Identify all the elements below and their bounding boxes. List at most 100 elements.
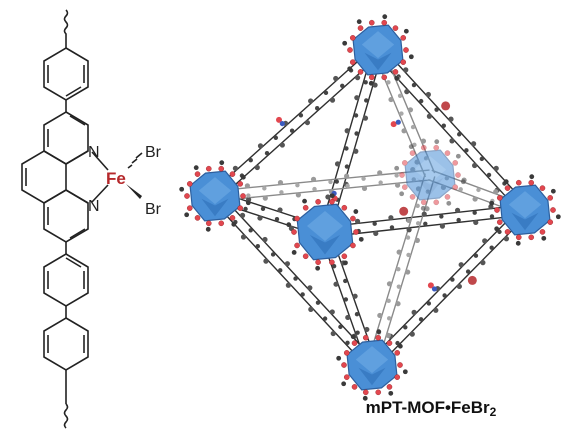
cluster-facet <box>416 177 444 196</box>
carbon-atom <box>448 116 454 122</box>
carbon-atom <box>308 98 314 104</box>
carbon-atom <box>456 217 461 223</box>
oxygen-atom <box>444 194 451 200</box>
oxygen-atom <box>276 116 283 123</box>
carbon-atom <box>322 316 328 321</box>
carbon-atom <box>343 260 348 266</box>
carbon-atom <box>329 309 335 315</box>
cluster-facet <box>364 52 392 71</box>
carbon-atom <box>277 207 283 213</box>
carbon-atom <box>473 253 479 258</box>
carbon-atom <box>541 235 547 241</box>
oxygen-atom <box>433 144 440 151</box>
bromine-label-bottom: Br <box>145 201 162 218</box>
oxygen-atom <box>229 215 236 221</box>
carbon-atom <box>364 326 370 333</box>
carbon-atom <box>426 113 432 119</box>
carbon-atom <box>439 223 446 229</box>
oxygen-atom <box>362 334 369 341</box>
carbon-atom <box>344 173 350 179</box>
oxygen-atom <box>515 179 522 186</box>
oxygen-atom <box>400 59 407 65</box>
oxygen-atom <box>394 350 401 356</box>
iron-label: Fe <box>106 169 126 188</box>
carbon-atom <box>388 215 394 221</box>
carbon-atom <box>482 238 488 244</box>
carbon-atom <box>395 182 401 188</box>
carbon-atom <box>262 195 268 201</box>
carbon-atom <box>353 113 359 118</box>
linker-strand <box>211 45 376 193</box>
carbon-atom <box>515 240 521 246</box>
oxygen-atom <box>399 172 405 178</box>
oxygen-atom <box>386 340 393 346</box>
carbon-atom <box>394 165 400 171</box>
carbon-atom <box>418 98 424 104</box>
carbon-atom <box>486 172 492 178</box>
carbon-atom <box>386 281 393 287</box>
cluster-facet <box>358 367 386 386</box>
carbon-atom <box>555 214 561 220</box>
carbon-atom <box>302 198 307 204</box>
carbon-atom <box>333 75 339 82</box>
carbon-atom <box>464 148 469 153</box>
carbon-atom <box>388 390 394 396</box>
carbon-atom <box>334 161 341 167</box>
carbon-atom <box>342 40 348 46</box>
carbon-atom <box>333 281 339 287</box>
carbon-atom <box>458 262 464 268</box>
linker-strand <box>319 48 374 231</box>
carbon-atom <box>465 269 471 274</box>
carbon-atom <box>386 316 392 321</box>
carbon-atom <box>345 314 351 321</box>
carbon-atom <box>421 211 427 217</box>
carbon-atom <box>295 192 301 198</box>
carbon-atom <box>424 206 430 212</box>
iron-atom <box>467 275 477 285</box>
oxygen-atom <box>315 259 321 266</box>
carbon-atom <box>248 158 253 163</box>
oxygen-atom <box>403 47 409 53</box>
iron-atom <box>399 206 409 216</box>
oxygen-atom <box>362 389 369 396</box>
carbon-atom <box>479 156 485 162</box>
carbon-atom <box>449 138 455 144</box>
carbon-atom <box>406 227 412 233</box>
oxygen-atom <box>315 198 321 205</box>
carbon-atom <box>460 179 466 185</box>
carbon-atom <box>372 221 377 226</box>
nitrogen-label-top: N <box>88 144 100 161</box>
carbon-atom <box>279 142 285 148</box>
carbon-atom <box>315 265 321 271</box>
carbon-atom <box>489 245 494 250</box>
oxygen-atom <box>455 172 461 178</box>
carbon-atom <box>407 107 414 113</box>
carbon-atom <box>325 194 331 200</box>
carbon-atom <box>457 132 462 137</box>
carbon-atom <box>262 236 268 243</box>
iron-atom <box>441 101 451 111</box>
oxygen-atom <box>294 242 300 249</box>
carbon-atom <box>232 165 239 171</box>
carbon-atom <box>341 381 347 387</box>
carbon-atom <box>193 165 199 171</box>
carbon-atom <box>399 111 404 116</box>
oxygen-atom <box>515 234 522 241</box>
carbon-atom <box>334 179 339 184</box>
cluster-facet <box>361 31 395 59</box>
carbon-atom <box>458 187 463 192</box>
carbon-atom <box>396 284 402 289</box>
oxygen-atom <box>186 205 193 211</box>
carbon-atom <box>402 369 408 375</box>
carbon-atom <box>246 193 251 198</box>
carbon-atom <box>354 131 359 136</box>
oxygen-atom <box>184 193 190 199</box>
phenanthroline-core <box>21 111 89 243</box>
carbon-atom <box>480 260 486 266</box>
carbon-atom <box>489 214 495 219</box>
carbon-atom <box>295 182 300 188</box>
phenyl-ring-top <box>43 47 89 101</box>
bromine-label-top: Br <box>145 144 162 161</box>
carbon-atom <box>358 236 364 242</box>
oxygen-atom <box>343 374 350 380</box>
